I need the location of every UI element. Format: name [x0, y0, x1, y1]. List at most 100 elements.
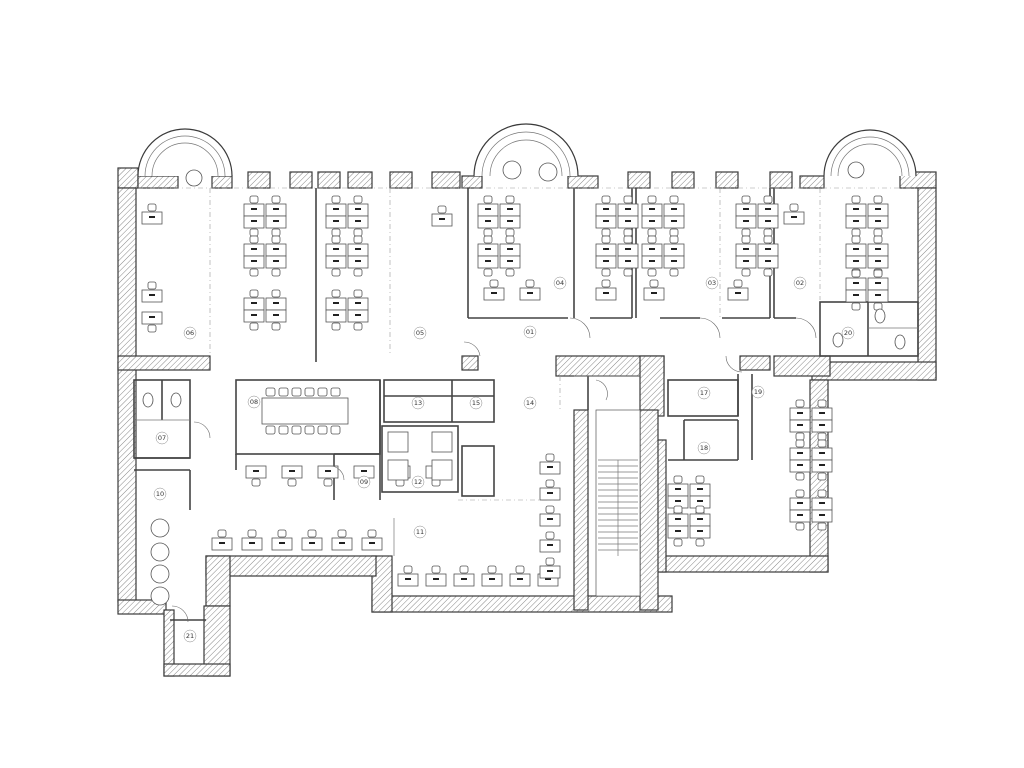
workstation	[617, 195, 639, 217]
chair-icon	[817, 472, 827, 481]
workstation	[539, 453, 561, 475]
monitor-icon	[819, 412, 825, 414]
room-number: 07	[158, 434, 166, 442]
monitor-icon	[325, 470, 331, 472]
monitor-icon	[735, 292, 741, 294]
monitor-icon	[355, 260, 361, 262]
workstation	[347, 309, 369, 331]
chair-icon	[673, 475, 683, 484]
chair-icon	[601, 268, 611, 277]
chair-icon	[763, 195, 773, 204]
monitor-icon	[355, 220, 361, 222]
chair-icon	[669, 228, 679, 237]
chair-icon	[601, 235, 611, 244]
chair-icon	[695, 475, 705, 484]
chair-icon	[278, 425, 289, 435]
chair-icon	[437, 205, 447, 214]
room-number: 12	[414, 478, 422, 486]
workstation	[789, 509, 811, 531]
workstation	[539, 531, 561, 553]
chair-icon	[147, 281, 157, 290]
toilet-icon	[874, 308, 886, 324]
monitor-icon	[289, 470, 295, 472]
workstation	[689, 525, 711, 547]
monitor-icon	[355, 248, 361, 250]
exterior-walls	[117, 167, 937, 677]
room-number: 15	[472, 399, 480, 407]
chair-icon	[505, 235, 515, 244]
chair-icon	[795, 439, 805, 448]
chair-icon	[353, 268, 363, 277]
room-number: 11	[416, 528, 424, 536]
chair-icon	[673, 538, 683, 547]
round-table-icon	[150, 518, 170, 538]
room-number: 04	[556, 279, 564, 287]
chair-icon	[623, 228, 633, 237]
workstation	[667, 505, 689, 527]
chair-icon	[695, 505, 705, 514]
armchair-icon	[387, 459, 409, 481]
chair-icon	[317, 425, 328, 435]
monitor-icon	[671, 220, 677, 222]
bay-windows	[137, 123, 917, 187]
chair-icon	[277, 529, 287, 538]
furniture	[141, 195, 906, 606]
chair-icon	[331, 235, 341, 244]
workstation	[617, 215, 639, 237]
toilet-icon	[894, 334, 906, 350]
room-number: 13	[414, 399, 422, 407]
workstation	[663, 235, 685, 257]
monitor-icon	[625, 220, 631, 222]
chair-icon	[817, 489, 827, 498]
workstation	[347, 215, 369, 237]
monitor-icon	[507, 220, 513, 222]
chair-icon	[741, 268, 751, 277]
monitor-icon	[547, 492, 553, 494]
armchair-icon	[431, 459, 453, 481]
monitor-icon	[853, 294, 859, 296]
workstation	[789, 399, 811, 421]
chair-icon	[817, 399, 827, 408]
monitor-icon	[485, 248, 491, 250]
room-number: 03	[708, 279, 716, 287]
chair-icon	[304, 425, 315, 435]
chair-icon	[795, 489, 805, 498]
monitor-icon	[489, 578, 495, 580]
workstation	[425, 565, 447, 587]
room-number: 06	[186, 329, 194, 337]
monitor-icon	[603, 260, 609, 262]
workstation	[727, 279, 749, 301]
workstation	[499, 255, 521, 277]
room-label-15: 15	[469, 396, 483, 410]
room-number: 02	[796, 279, 804, 287]
chair-icon	[851, 269, 861, 278]
chair-icon	[271, 322, 281, 331]
armchair-icon	[431, 431, 453, 453]
chair-icon	[247, 529, 257, 538]
workstation	[689, 475, 711, 497]
monitor-icon	[273, 220, 279, 222]
monitor-icon	[461, 578, 467, 580]
workstation	[789, 489, 811, 511]
monitor-icon	[369, 542, 375, 544]
monitor-icon	[251, 314, 257, 316]
room-number: 09	[360, 478, 368, 486]
monitor-icon	[251, 302, 257, 304]
monitor-icon	[485, 260, 491, 262]
chair-icon	[795, 399, 805, 408]
monitor-icon	[603, 248, 609, 250]
workstation	[243, 215, 265, 237]
chair-icon	[741, 195, 751, 204]
chair-icon	[741, 235, 751, 244]
workstation	[539, 505, 561, 527]
workstation	[811, 489, 833, 511]
chair-icon	[249, 228, 259, 237]
monitor-icon	[797, 464, 803, 466]
chair-icon	[601, 228, 611, 237]
chair-icon	[271, 228, 281, 237]
workstation	[431, 205, 453, 227]
monitor-icon	[649, 260, 655, 262]
workstation	[663, 195, 685, 217]
workstation	[361, 529, 383, 551]
monitor-icon	[675, 530, 681, 532]
